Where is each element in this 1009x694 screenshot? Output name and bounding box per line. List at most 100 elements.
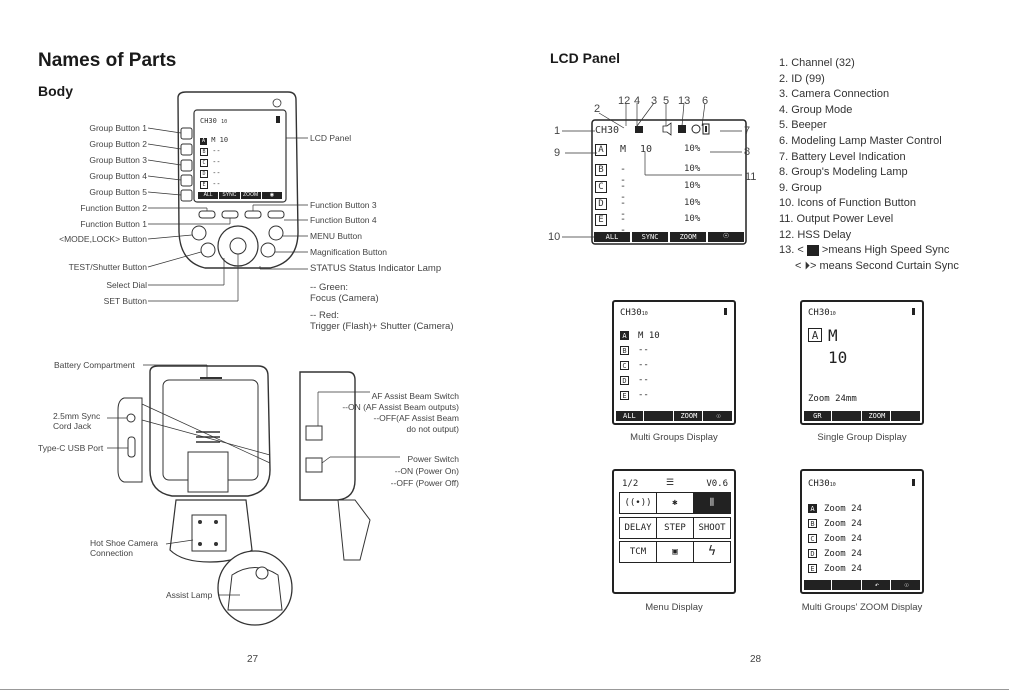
zoom-group-d: D [808, 549, 817, 558]
zoom-group-d-value: Zoom 24 [824, 549, 862, 559]
label-status-green: -- Green: [310, 282, 349, 293]
lcd-panel-diagram [562, 102, 747, 245]
menu-display: 1/2 ☰ V0.6 ((•)) ✱ ⫼ DELAY STEP SHOOT TC… [612, 469, 736, 594]
device-group-a-value: M 10 [211, 136, 229, 144]
lcd-group-b: B [595, 164, 607, 176]
menu-shoot[interactable]: SHOOT [693, 517, 731, 539]
part-8: 8. Group's Modeling Lamp [779, 166, 908, 179]
label-group-button-5: Group Button 5 [89, 187, 147, 197]
lcd-group-a-mode: M [620, 144, 627, 155]
single-bar-empty [833, 411, 862, 421]
label-hot-shoe-2: Connection [90, 548, 134, 558]
part-6: 6. Modeling Lamp Master Control [779, 134, 942, 147]
callout-9: 9 [554, 147, 561, 159]
label-magnification-button: Magnification Button [310, 247, 388, 257]
part-13-hss-text: >means High Speed Sync [821, 244, 950, 257]
single-zoom: Zoom 24mm [808, 394, 857, 404]
label-power-switch: Power Switch [407, 454, 460, 464]
lcd-group-c-pct: 10% [684, 181, 701, 191]
lcd-channel: CH30 [595, 125, 620, 136]
menu-step[interactable]: STEP [656, 517, 694, 539]
single-function-bar: GR ZOOM [804, 411, 920, 421]
zoom-group-a: A [808, 504, 817, 513]
device-screen-id: 10 [221, 119, 228, 125]
single-value: 10 [828, 348, 848, 367]
menu-delay[interactable]: DELAY [619, 517, 657, 539]
label-assist-lamp: Assist Lamp [166, 590, 213, 600]
multi-bar-lamp-icon: ☉ [705, 411, 732, 421]
multi-groups-display: CH3010 A M 10 B -- C -- D -- E -- ALL ZO… [612, 300, 736, 425]
label-hot-shoe-1: Hot Shoe Camera [90, 538, 159, 548]
label-sync-jack-1: 2.5mm Sync [53, 411, 101, 421]
multi-group-a: A [620, 331, 629, 340]
single-ch-text: CH30 [808, 308, 830, 318]
multi-bar-all: ALL [616, 411, 644, 421]
callout-12: 12 [618, 95, 631, 107]
menu-frame-icon[interactable]: ▣ [656, 541, 694, 563]
callout-5: 5 [663, 95, 670, 107]
callout-10: 10 [548, 231, 561, 243]
label-status-lamp: STATUS Status Indicator Lamp [310, 263, 442, 274]
caption-menu: Menu Display [645, 602, 703, 613]
caption-single-group: Single Group Display [817, 432, 907, 443]
device-group-d: D [200, 170, 208, 178]
zoom-battery-icon [912, 479, 915, 486]
device-battery-icon [276, 116, 280, 123]
device-group-b: B [200, 148, 208, 156]
part-12: 12. HSS Delay [779, 228, 852, 241]
multi-channel: CH3010 [620, 308, 648, 318]
single-id-text: 10 [829, 311, 836, 317]
callout-4: 4 [634, 95, 641, 107]
multi-group-e: E [620, 391, 629, 400]
device-bar-zoom: ZOOM [241, 192, 262, 199]
device-group-d-value: -- [212, 169, 221, 177]
device-group-e-value: -- [212, 180, 221, 188]
multi-function-bar: ALL ZOOM ☉ [616, 411, 732, 421]
label-group-button-3: Group Button 3 [89, 155, 147, 165]
menu-bluetooth-icon[interactable]: ✱ [656, 492, 694, 514]
menu-wireless-icon[interactable]: ((•)) [619, 492, 657, 514]
multi-groups-zoom-display: CH3010 A Zoom 24 B Zoom 24 C Zoom 24 D Z… [800, 469, 924, 594]
device-group-c: C [200, 159, 208, 167]
page-title-names-of-parts: Names of Parts [38, 50, 177, 71]
label-test-shutter-button: TEST/Shutter Button [68, 262, 147, 272]
part-10: 10. Icons of Function Button [779, 197, 916, 210]
menu-multi-flash-icon[interactable]: ⫼ [693, 492, 731, 514]
lcd-bar-all: ALL [594, 232, 632, 242]
callout-7: 7 [744, 125, 751, 137]
lcd-group-d: D [595, 198, 607, 210]
label-power-off: --OFF (Power Off) [390, 478, 459, 488]
menu-flash-icon[interactable]: ϟ [693, 541, 731, 563]
part-13-prefix: 13. < [779, 244, 804, 257]
device-group-a: A [200, 138, 207, 145]
label-status-red-desc: Trigger (Flash)+ Shutter (Camera) [310, 321, 454, 332]
multi-battery-icon [724, 308, 727, 315]
label-power-on: --ON (Power On) [394, 466, 459, 476]
multi-bar-zoom: ZOOM [675, 411, 704, 421]
device-screen-function-bar: ALL SYNC ZOOM ◉ [198, 192, 282, 199]
single-bar-gr: GR [804, 411, 832, 421]
multi-group-d: D [620, 376, 629, 385]
zoom-function-bar: ↶ ☉ [804, 580, 920, 590]
zoom-group-c-value: Zoom 24 [824, 534, 862, 544]
part-7: 7. Battery Level Indication [779, 150, 906, 163]
zoom-bar-back-icon: ↶ [863, 580, 892, 590]
device-body-illustration [107, 91, 400, 626]
caption-multi-groups: Multi Groups Display [630, 432, 718, 443]
single-group-display: CH3010 A M 10 Zoom 24mm GR ZOOM [800, 300, 924, 425]
zoom-ch-text: CH30 [808, 479, 830, 489]
zoom-group-c: C [808, 534, 817, 543]
device-screen-channel: CH30 [200, 117, 217, 125]
lcd-bar-sync: SYNC [632, 232, 670, 242]
label-af-off-desc: do not output) [406, 424, 459, 434]
device-bar-sync: SYNC [219, 192, 241, 199]
zoom-group-b-value: Zoom 24 [824, 519, 862, 529]
label-menu-button: MENU Button [310, 231, 362, 241]
label-function-button-4: Function Button 4 [310, 215, 377, 225]
zoom-bar-empty-2 [833, 580, 862, 590]
callout-11: 11 [745, 171, 757, 183]
callout-3: 3 [651, 95, 658, 107]
menu-tcm[interactable]: TCM [619, 541, 657, 563]
lcd-group-c-mode: -- [620, 181, 627, 203]
menu-page: 1/2 [622, 479, 639, 489]
